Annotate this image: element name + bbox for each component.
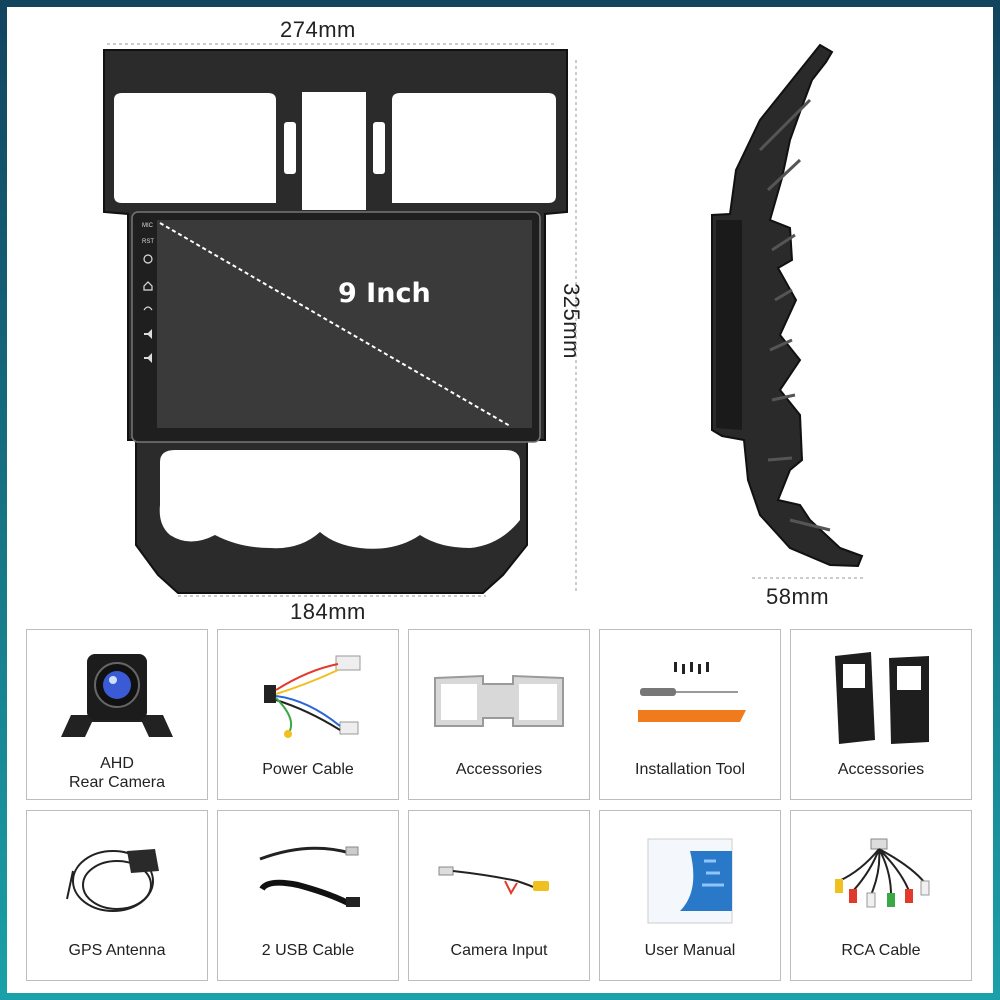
- volume-down-key-icon: [144, 353, 152, 363]
- accessory-card-mounting-bracket: Accessories: [790, 629, 972, 800]
- rca-cable-icon: [835, 838, 930, 908]
- rst-key-label: RST: [142, 239, 154, 245]
- top-width-label: 274mm: [280, 17, 356, 42]
- height-label: 325mm: [558, 283, 584, 359]
- mic-key-label: MIC: [142, 223, 153, 229]
- accessory-label: AHD Rear Camera: [68, 755, 166, 791]
- accessory-card-gps-antenna: GPS Antenna: [26, 810, 208, 981]
- accessory-label: GPS Antenna: [68, 942, 166, 959]
- accessory-label: Camera Input: [450, 942, 548, 959]
- gps-antenna-icon: [66, 849, 159, 912]
- rear-camera-icon: [61, 654, 173, 737]
- user-manual-icon: [647, 838, 733, 924]
- installation-tool-icon: [638, 662, 746, 722]
- head-unit-side-profile: [711, 43, 864, 568]
- touch-screen: [131, 211, 541, 443]
- accessory-card-user-manual: User Manual: [599, 810, 781, 981]
- usb-cable-icon: [259, 846, 360, 907]
- accessory-card-usb-cable: 2 USB Cable: [217, 810, 399, 981]
- power-cable-icon: [264, 655, 361, 738]
- accessory-label: User Manual: [644, 942, 736, 959]
- accessory-card-camera-input: Camera Input: [408, 810, 590, 981]
- accessory-card-rear-camera: AHD Rear Camera: [26, 629, 208, 800]
- accessory-card-installation-tool: Installation Tool: [599, 629, 781, 800]
- trim-frame-icon: [434, 674, 564, 727]
- accessory-label: Installation Tool: [635, 761, 745, 778]
- accessory-label: Accessories: [837, 761, 925, 778]
- volume-up-key-icon: [144, 329, 152, 339]
- power-key-icon: [143, 254, 153, 264]
- accessory-label: Accessories: [455, 761, 543, 778]
- bottom-width-label: 184mm: [290, 599, 366, 624]
- screen-size-label: 9 Inch: [338, 278, 431, 309]
- head-unit-illustration: [103, 43, 866, 597]
- accessory-label: RCA Cable: [841, 942, 921, 959]
- home-key-icon: [143, 281, 153, 291]
- mounting-bracket-icon: [835, 652, 929, 744]
- accessory-card-power-cable: Power Cable: [217, 629, 399, 800]
- accessory-card-trim-frame: Accessories: [408, 629, 590, 800]
- accessory-label: 2 USB Cable: [261, 942, 355, 959]
- screen-diagonal-line: [159, 222, 511, 427]
- accessory-card-rca-cable: RCA Cable: [790, 810, 972, 981]
- camera-input-cable-icon: [438, 866, 549, 896]
- back-key-icon: [143, 306, 153, 311]
- accessory-grid: AHD Rear Camera Power Cable Accessories: [26, 629, 972, 981]
- depth-label: 58mm: [766, 584, 830, 609]
- accessory-label: Power Cable: [262, 761, 354, 778]
